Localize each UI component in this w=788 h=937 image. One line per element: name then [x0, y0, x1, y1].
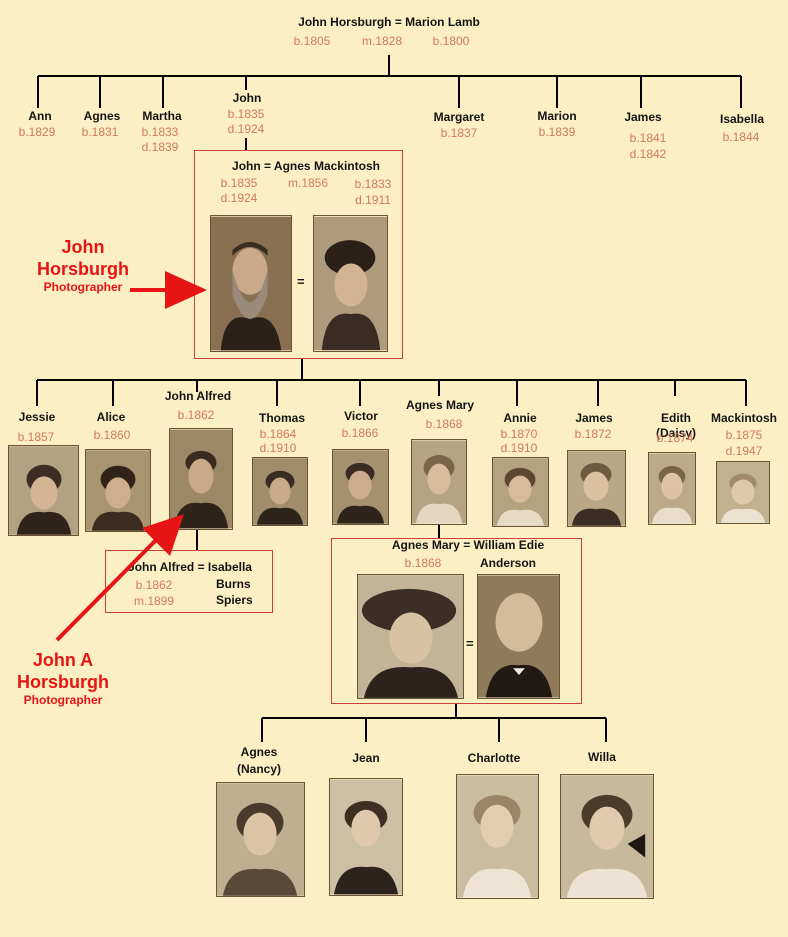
gen2-birth-edith: b.1874 [657, 431, 694, 446]
gen2-death-annie: d.1910 [501, 441, 538, 456]
callout2-line3: Photographer [17, 693, 109, 708]
gen2-name-jessie: Jessie [19, 410, 56, 425]
portrait-agnes-mary-adult [357, 574, 464, 699]
portrait-mackintosh [716, 461, 770, 524]
callout-john-horsburgh-photographer: John Horsburgh Photographer [37, 236, 129, 295]
gen3-name-willa: Willa [588, 750, 616, 765]
alfred-box-marriage: m.1899 [134, 594, 174, 609]
gen2-name-edith: Edith [661, 411, 691, 426]
portrait-edith [648, 452, 696, 525]
callout-john-a-horsburgh-photographer: John A Horsburgh Photographer [17, 649, 109, 708]
john-box-couple-names: John = Agnes Mackintosh [232, 159, 380, 174]
john-box-marriage-date: m.1856 [288, 176, 328, 191]
gen2-birth-thomas: b.1864 [260, 427, 297, 442]
agnes-box-birth: b.1868 [405, 556, 442, 571]
gen3-name-agnes: Agnes [241, 745, 278, 760]
root-husband-birth: b.1805 [294, 34, 331, 49]
alfred-box-birth: b.1862 [136, 578, 173, 593]
callout1-line1: John [37, 236, 129, 258]
callout2-line2: Horsburgh [17, 671, 109, 693]
gen1-birth-john: b.1835 [228, 107, 265, 122]
portrait-annie [492, 457, 549, 527]
gen2-name-alice: Alice [97, 410, 126, 425]
portrait-victor [332, 449, 389, 525]
gen2-death-thomas: d.1910 [260, 441, 297, 456]
gen2-death-mackintosh: d.1947 [726, 444, 763, 459]
gen1-name-marion: Marion [537, 109, 576, 124]
portrait-thomas [252, 457, 308, 526]
portrait-jessie [8, 445, 79, 536]
gen1-death-martha: d.1839 [142, 140, 179, 155]
gen1-birth-james: b.1841 [630, 131, 667, 146]
gen1-name-isabella: Isabella [720, 112, 764, 127]
gen1-name-agnes: Agnes [84, 109, 121, 124]
gen2-birth-agnes-mary: b.1868 [426, 417, 463, 432]
gen2-birth-jessie: b.1857 [18, 430, 55, 445]
gen2-name-james: James [575, 411, 612, 426]
root-marriage-date: m.1828 [362, 34, 402, 49]
gen1-birth-margaret: b.1837 [441, 126, 478, 141]
gen1-death-john: d.1924 [228, 122, 265, 137]
gen1-name-ann: Ann [28, 109, 51, 124]
gen2-name-agnes-mary: Agnes Mary [406, 398, 474, 413]
portrait-agnes-mackintosh [313, 215, 388, 352]
portrait-charlotte [456, 774, 539, 899]
gen1-birth-isabella: b.1844 [723, 130, 760, 145]
root-couple-names: John Horsburgh = Marion Lamb [298, 15, 480, 30]
alfred-box-couple-names: John Alfred = Isabella [128, 560, 252, 575]
gen3-name-jean: Jean [352, 751, 379, 766]
alfred-box-spouse-line2: Burns [216, 577, 251, 592]
callout1-line3: Photographer [37, 280, 129, 295]
gen2-name-john-alfred: John Alfred [165, 389, 231, 404]
callout2-line1: John A [17, 649, 109, 671]
gen1-name-margaret: Margaret [434, 110, 485, 125]
john-box-equals-sign: = [297, 274, 305, 289]
gen2-name-victor: Victor [344, 409, 378, 424]
gen1-birth-agnes: b.1831 [82, 125, 119, 140]
agnes-box-spouse-line2: Anderson [480, 556, 536, 571]
root-wife-birth: b.1800 [433, 34, 470, 49]
gen2-birth-john-alfred: b.1862 [178, 408, 215, 423]
gen2-birth-annie: b.1870 [501, 427, 538, 442]
gen3-name-charlotte: Charlotte [468, 751, 521, 766]
agnes-box-couple-names: Agnes Mary = William Edie [392, 538, 544, 553]
portrait-agnes-mary [411, 439, 467, 525]
john-box-wife-birth: b.1833 [355, 177, 392, 192]
gen1-name-james: James [624, 110, 661, 125]
gen2-birth-mackintosh: b.1875 [726, 428, 763, 443]
john-box-husband-birth: b.1835 [221, 176, 258, 191]
gen2-name-annie: Annie [503, 411, 536, 426]
gen3-name-agnes-nancy: (Nancy) [237, 762, 281, 777]
gen1-name-martha: Martha [142, 109, 181, 124]
portrait-james [567, 450, 626, 527]
portrait-willa [560, 774, 654, 899]
gen2-birth-victor: b.1866 [342, 426, 379, 441]
john-box-husband-death: d.1924 [221, 191, 258, 206]
portrait-william-edie-anderson [477, 574, 560, 699]
portrait-john-horsburgh [210, 215, 292, 352]
callout1-line2: Horsburgh [37, 258, 129, 280]
agnes-box-equals-sign: = [466, 636, 474, 651]
gen1-death-james: d.1842 [630, 147, 667, 162]
portrait-john-alfred [169, 428, 233, 530]
gen1-birth-ann: b.1829 [19, 125, 56, 140]
gen1-birth-martha: b.1833 [142, 125, 179, 140]
portrait-agnes-nancy [216, 782, 305, 897]
portrait-jean [329, 778, 403, 896]
gen2-name-mackintosh: Mackintosh [711, 411, 777, 426]
alfred-box-spouse-line3: Spiers [216, 593, 253, 608]
gen1-name-john: John [233, 91, 262, 106]
gen2-birth-james: b.1872 [575, 427, 612, 442]
john-box-wife-death: d.1911 [355, 193, 391, 208]
gen2-birth-alice: b.1860 [94, 428, 131, 443]
portrait-alice [85, 449, 151, 532]
gen1-birth-marion: b.1839 [539, 125, 576, 140]
gen2-name-thomas: Thomas [259, 411, 305, 426]
